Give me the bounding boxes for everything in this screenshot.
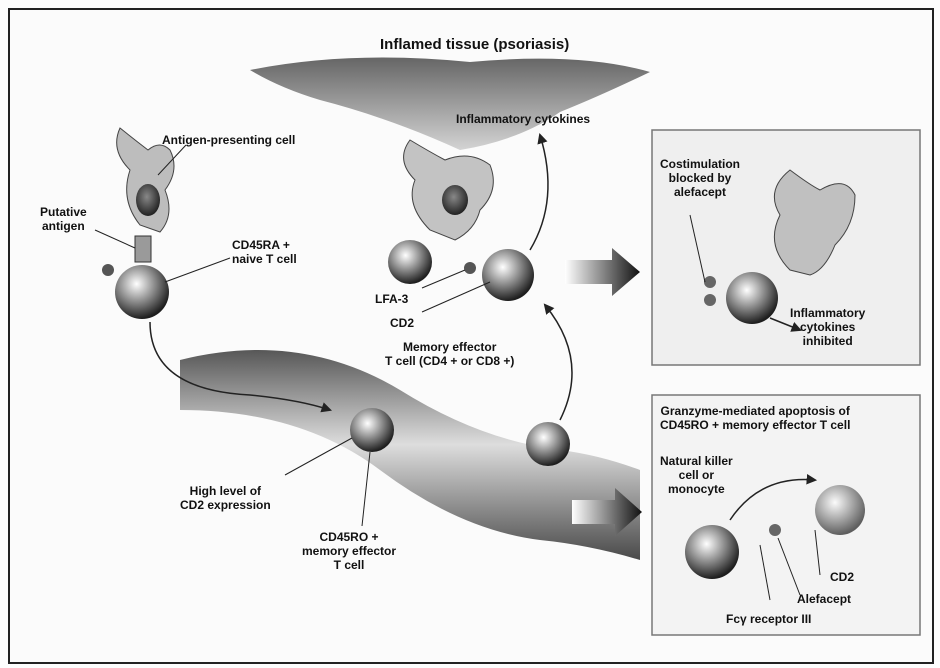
label-cd45ro-memory: CD45RO + memory effector T cell xyxy=(302,530,396,572)
label-antigen-presenting-cell: Antigen-presenting cell xyxy=(162,133,295,147)
lfa3-dot xyxy=(464,262,476,274)
apc-center-nucleus xyxy=(442,185,468,215)
label-granzyme: Granzyme-mediated apoptosis of CD45RO + … xyxy=(660,404,850,432)
vessel-t-cell xyxy=(350,408,394,452)
label-cd45ra-naive: CD45RA + naive T cell xyxy=(232,238,297,266)
arrow-to-costimulation xyxy=(565,248,640,296)
alefacept-dot-2 xyxy=(704,294,716,306)
apoptotic-t-cell xyxy=(815,485,865,535)
label-costimulation: Costimulation blocked by alefacept xyxy=(660,157,740,199)
label-cd2-bottom: CD2 xyxy=(830,570,854,584)
mhc-left xyxy=(135,236,151,262)
migrating-t-cell xyxy=(526,422,570,466)
alefacept-dot-1 xyxy=(704,276,716,288)
label-inflammatory-inhibited: Inflammatory cytokines inhibited xyxy=(790,306,865,348)
apc-nucleus xyxy=(136,184,160,216)
label-high-cd2: High level of CD2 expression xyxy=(180,484,271,512)
antigen-dot xyxy=(102,264,114,276)
label-cd2-top: CD2 xyxy=(390,316,414,330)
arrow-cytokines xyxy=(530,135,548,250)
label-putative-antigen: Putative antigen xyxy=(40,205,87,233)
diagram-title: Inflamed tissue (psoriasis) xyxy=(380,38,569,52)
label-fc-receptor: Fcγ receptor III xyxy=(726,612,811,626)
inflamed-tissue xyxy=(250,58,650,151)
label-alefacept: Alefacept xyxy=(797,592,851,606)
memory-effector-t-cell xyxy=(482,249,534,301)
nk-cell xyxy=(685,525,739,579)
naive-t-cell xyxy=(115,265,169,319)
label-inflammatory-cytokines: Inflammatory cytokines xyxy=(456,112,590,126)
fc-dot xyxy=(769,524,781,536)
blocked-t-cell xyxy=(726,272,778,324)
label-nk-cell: Natural killer cell or monocyte xyxy=(660,454,733,496)
label-lfa3: LFA-3 xyxy=(375,292,408,306)
side-cell xyxy=(388,240,432,284)
label-memory-effector: Memory effector T cell (CD4 + or CD8 +) xyxy=(385,340,514,368)
arrow-migrate xyxy=(545,305,572,420)
